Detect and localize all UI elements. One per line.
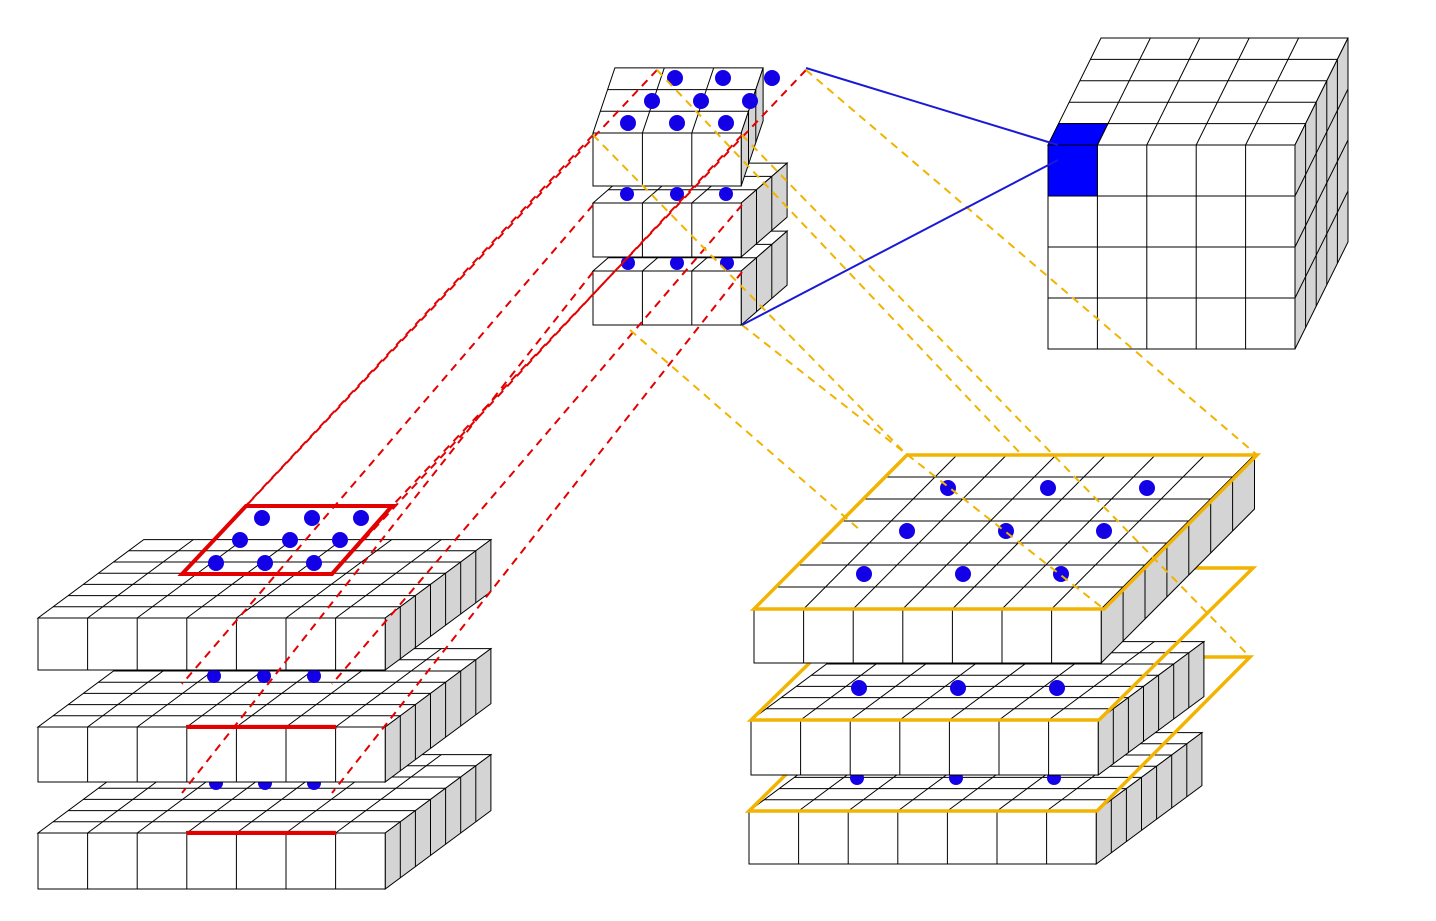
slab-front-face (592, 202, 742, 258)
slab-grid-line (236, 539, 343, 619)
filter-dot (620, 187, 634, 201)
slab-grid-line (952, 454, 1107, 610)
output-side-face (1294, 37, 1349, 350)
filter-dot (232, 532, 248, 548)
slab-grid-line (1048, 641, 1155, 721)
output-volume (1047, 37, 1349, 350)
filter-dot (742, 93, 758, 109)
filter-dot (950, 680, 966, 696)
slab-front-face (750, 719, 1099, 776)
slab-grid-line (335, 539, 442, 619)
red-projection-line (245, 69, 658, 507)
slab-front-face (748, 810, 1097, 865)
filter-dot (718, 115, 734, 131)
filter-dot (1139, 480, 1155, 496)
slab-grid-line (335, 754, 442, 834)
slab-grid-line (136, 539, 244, 619)
slab-grid-line (902, 454, 1057, 610)
orange-projection-line (805, 69, 1258, 456)
orange-projection-line (592, 134, 908, 456)
filter-dot (720, 256, 734, 270)
red-projection-line (331, 271, 743, 794)
output-highlight-cell (1047, 144, 1098, 197)
output-grid-line (1245, 37, 1300, 146)
slab-front-face (37, 726, 386, 783)
output-grid-line (1294, 139, 1349, 248)
input-volume (36, 504, 493, 890)
filter-dot (644, 93, 660, 109)
orange-projection-line (629, 329, 861, 531)
filter-dot (254, 510, 270, 526)
filter-dot (1096, 523, 1112, 539)
filter-dot (306, 555, 322, 571)
slab-grid-line (87, 539, 194, 619)
filter-dot (207, 669, 221, 683)
output-grid-line (1294, 190, 1349, 299)
filter-dot (899, 523, 915, 539)
projection-lines (181, 67, 1258, 794)
red-projection-line (181, 134, 594, 575)
kernel-layer-2 (591, 162, 789, 259)
dilated-input-volume (744, 453, 1262, 865)
slab-front-face (592, 270, 742, 326)
slab-grid-line (285, 539, 392, 619)
filter-dot (955, 566, 971, 582)
filter-dot (304, 510, 320, 526)
filter-dot (257, 669, 271, 683)
filter-dot (715, 70, 731, 86)
filter-dot (257, 555, 273, 571)
filter-dot (667, 70, 683, 86)
filter-dot (282, 532, 298, 548)
filter-dot (208, 555, 224, 571)
filter-dot (307, 669, 321, 683)
kernel-volume (591, 67, 789, 327)
red-projection-line (331, 134, 743, 575)
filter-dot (856, 566, 872, 582)
orange-projection-line (741, 134, 1251, 658)
filter-dot (764, 70, 780, 86)
filter-dot (353, 510, 369, 526)
slab-grid-line (803, 454, 958, 610)
filter-dot (693, 93, 709, 109)
filter-dot (851, 680, 867, 696)
orange-projection-line (741, 324, 1105, 610)
filter-dot (670, 187, 684, 201)
slab-grid-line (1001, 454, 1156, 610)
blue-link-line (805, 67, 1059, 146)
blue-link-line (741, 159, 1059, 326)
red-projection-line (181, 204, 594, 685)
filter-dot (620, 115, 636, 131)
slab-front-face (37, 832, 386, 890)
slab-grid-line (852, 454, 1007, 610)
red-projection-line (391, 69, 807, 507)
output-grid-line (1195, 37, 1250, 146)
red-projection-line (181, 271, 594, 794)
input-layer-1 (36, 538, 493, 671)
filter-dot (1049, 680, 1065, 696)
filter-dot (1040, 480, 1056, 496)
filter-dot (669, 115, 685, 131)
filter-dot (670, 256, 684, 270)
red-projection-line (331, 204, 743, 685)
slab-grid-line (186, 539, 293, 619)
orange-projection-line (656, 69, 1023, 456)
slab-front-face (37, 617, 386, 671)
slab-grid-line (335, 648, 442, 728)
output-highlight-top (1047, 123, 1109, 146)
output-grid-line (1294, 88, 1349, 197)
slab-front-face (753, 608, 1102, 664)
dilated-layer-1 (752, 453, 1256, 665)
kernel-layer-1 (592, 67, 764, 187)
filter-dot (719, 187, 733, 201)
output-grid-line (1146, 37, 1201, 146)
filter-dot (332, 532, 348, 548)
